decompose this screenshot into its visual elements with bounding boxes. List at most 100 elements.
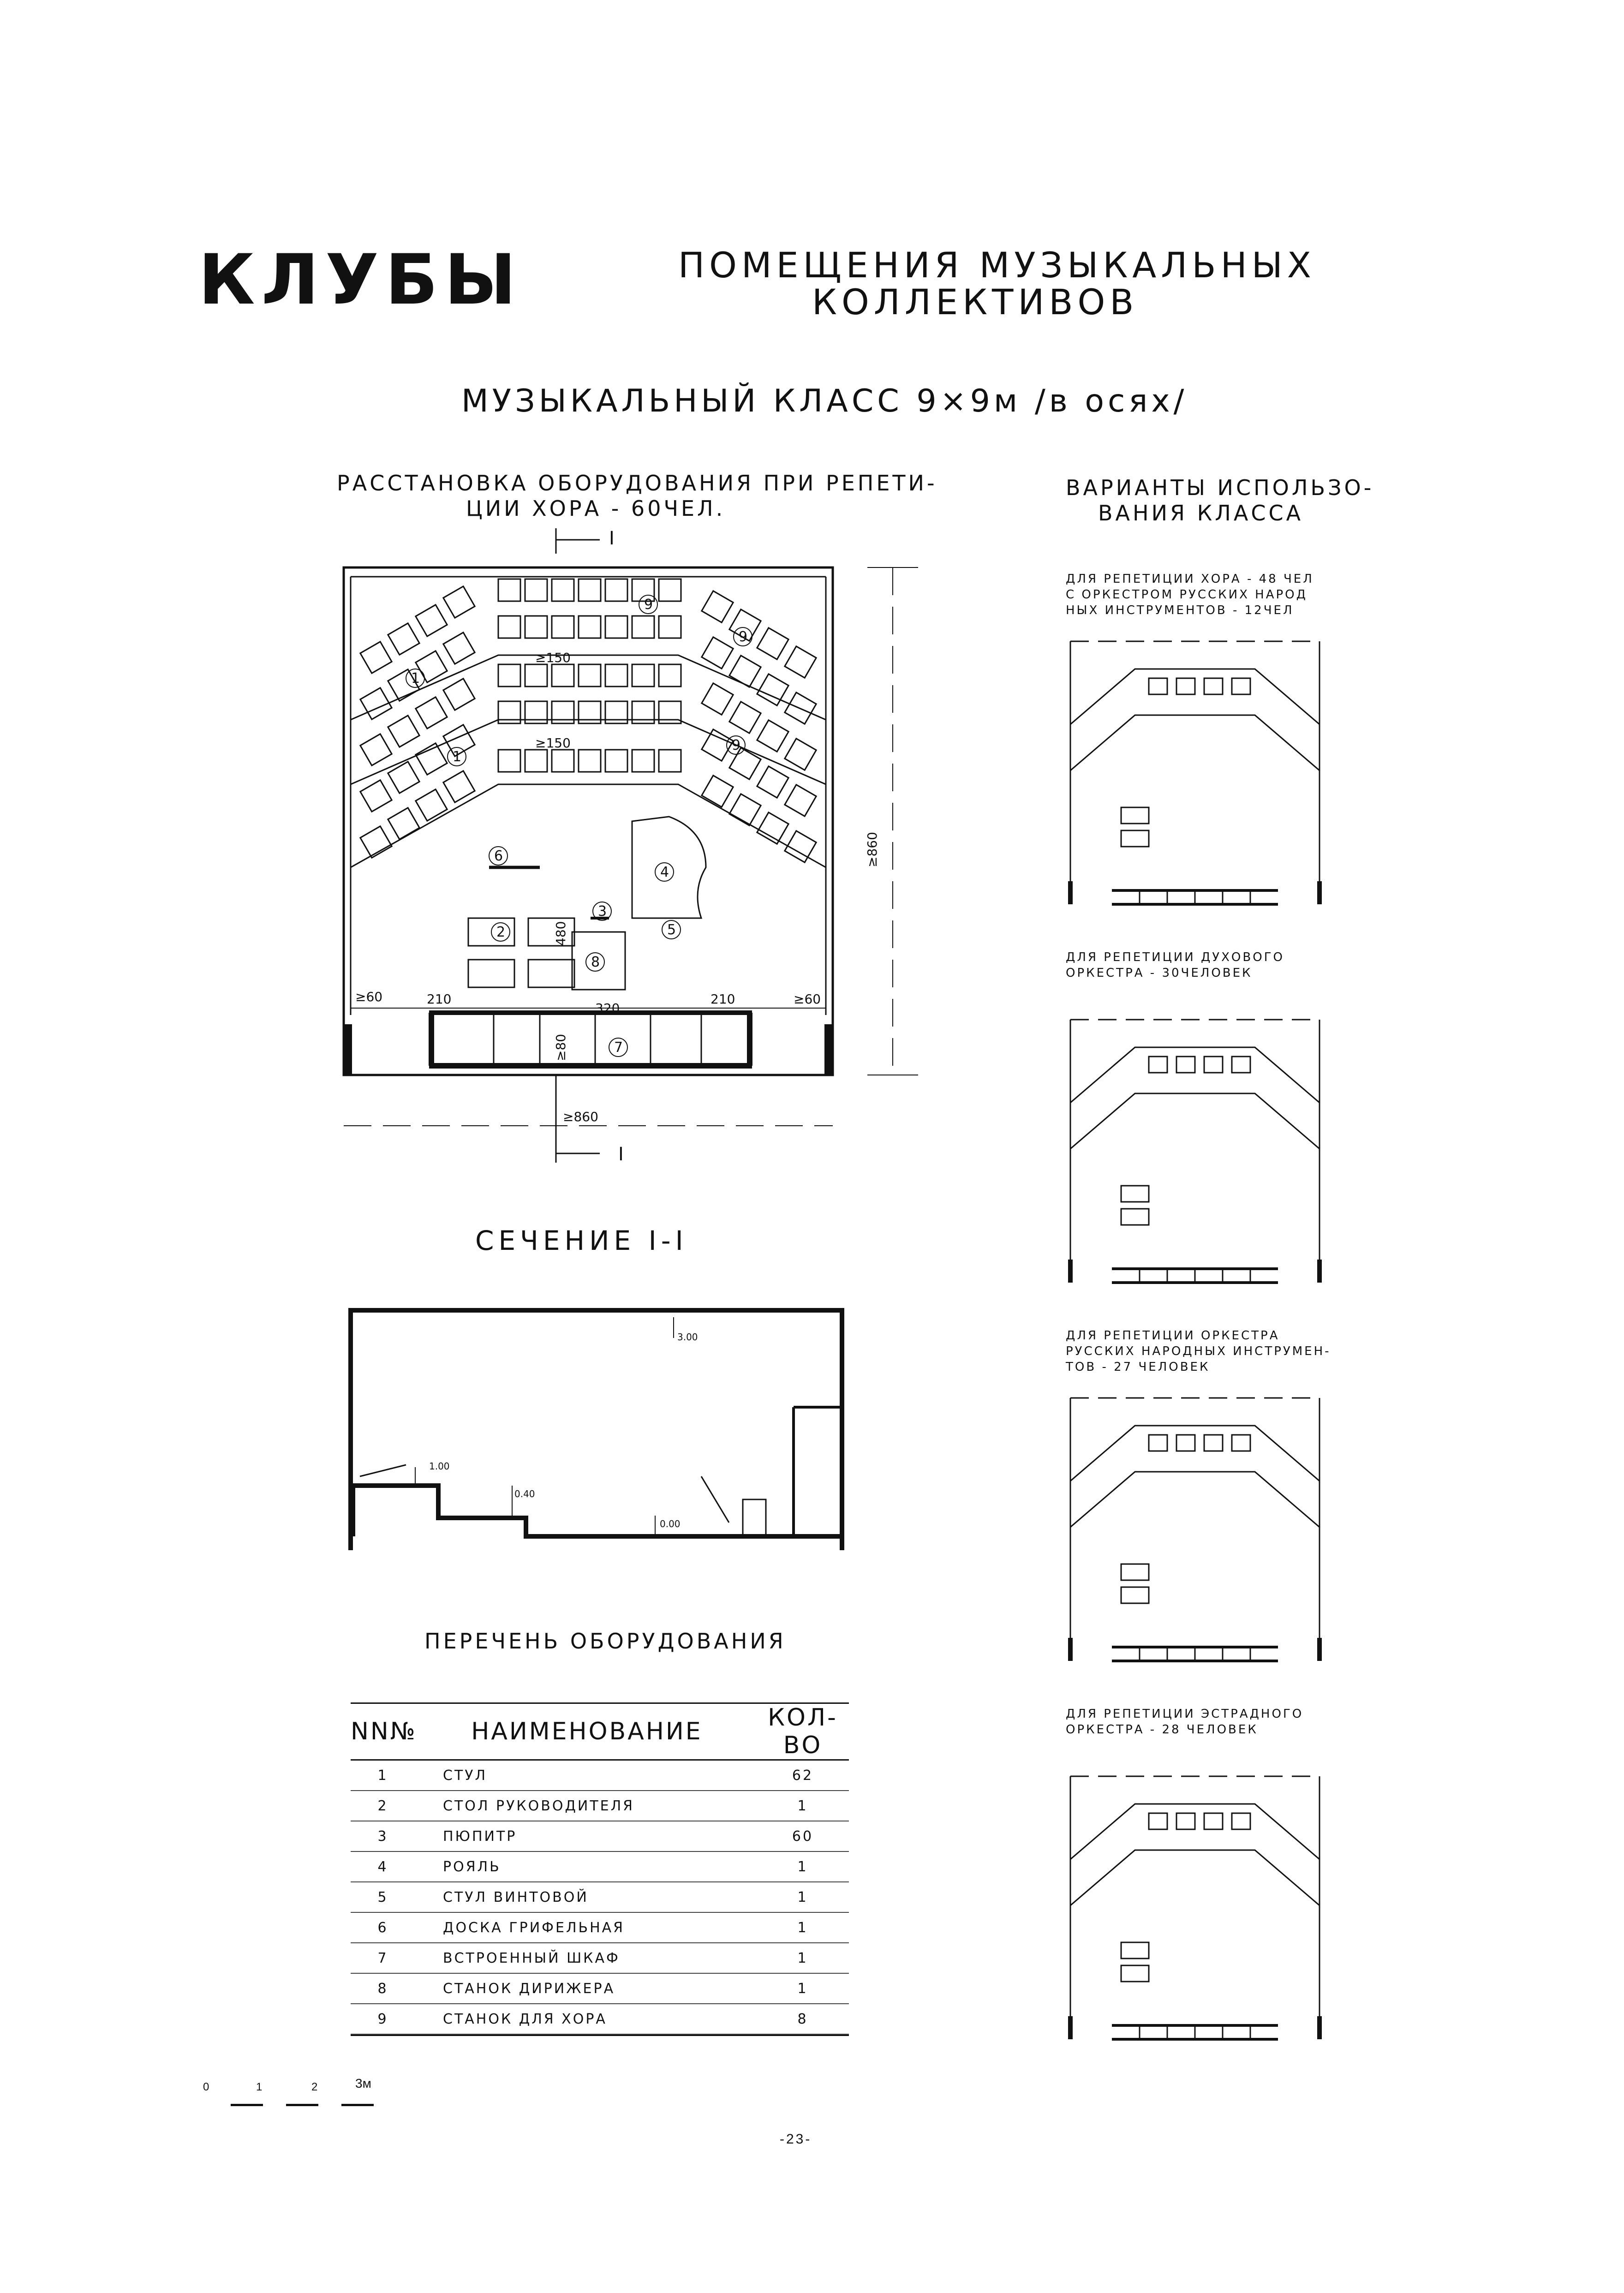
row-qty: 8 <box>797 2011 808 2027</box>
scale-bar: 0 1 2 3м <box>203 2076 378 2118</box>
chair <box>728 700 762 734</box>
row-number: 9 <box>377 2011 388 2027</box>
col-header-number: NN№ <box>351 1718 417 1745</box>
row-qty: 1 <box>797 1950 808 1966</box>
chair <box>359 825 393 859</box>
page-number: -23- <box>780 2132 812 2147</box>
equipment-label: 1 <box>453 749 461 765</box>
dim-seg-right: 210 <box>710 991 735 1007</box>
chair <box>524 700 548 724</box>
row-name: СТУЛ <box>443 1767 488 1784</box>
table-row: 7 ВСТРОЕННЫЙ ШКАФ 1 <box>351 1943 849 1973</box>
variant-caption-line1: ДЛЯ РЕПЕТИЦИИ ХОРА - 48 ЧЕЛ <box>1066 572 1314 586</box>
equipment-label: 5 <box>667 922 676 938</box>
equipment-label: 9 <box>644 597 653 613</box>
scale-segment-3 <box>341 2104 374 2106</box>
dim-side-left: ≥60 <box>355 989 382 1004</box>
variants-title-line-1: ВАРИАНТЫ ИСПОЛЬЗО- <box>1066 475 1374 500</box>
section-title: КЛУБЫ <box>198 240 523 320</box>
chair <box>578 663 602 687</box>
chair <box>414 650 448 684</box>
chair <box>442 631 476 665</box>
row-number: 7 <box>377 1950 388 1966</box>
chair <box>497 615 521 639</box>
row-qty: 1 <box>797 1980 808 1997</box>
section-drawing: 3.00 1.00 0.40 0.00 <box>348 1308 844 1550</box>
chair <box>631 663 655 687</box>
scale-segment-1 <box>231 2104 263 2106</box>
chair <box>387 760 421 794</box>
label-circle <box>726 735 746 755</box>
row-name: ПЮПИТР <box>443 1828 517 1845</box>
scale-segment-2 <box>286 2104 318 2106</box>
chair <box>414 788 448 822</box>
equipment-label: 6 <box>494 848 503 864</box>
chair <box>783 691 818 725</box>
row-number: 6 <box>377 1919 388 1936</box>
scale-label-0: 0 <box>203 2081 209 2093</box>
chair <box>658 578 682 602</box>
equipment-title: ПЕРЕЧЕНЬ ОБОРУДОВАНИЯ <box>424 1629 786 1654</box>
label-circle <box>592 902 612 921</box>
chair <box>756 673 790 707</box>
chair <box>604 700 628 724</box>
chair <box>756 719 790 753</box>
chair <box>551 578 575 602</box>
row-number: 1 <box>377 1767 388 1784</box>
equipment-label: 7 <box>614 1039 623 1056</box>
label-circle <box>447 747 466 766</box>
section-mark-top: I <box>609 528 615 549</box>
section-dim-ceiling: 3.00 <box>677 1332 698 1343</box>
chair <box>658 700 682 724</box>
label-circle <box>733 627 752 646</box>
subtitle: МУЗЫКАЛЬНЫЙ КЛАСС 9×9м /в осях/ <box>461 383 1188 419</box>
chair <box>658 615 682 639</box>
chair <box>414 742 448 776</box>
equipment-label: 1 <box>411 670 420 687</box>
chair <box>700 682 734 716</box>
chair <box>604 663 628 687</box>
row-qty: 1 <box>797 1858 808 1875</box>
scale-label-1: 1 <box>256 2081 263 2093</box>
chair <box>551 663 575 687</box>
chair <box>387 714 421 748</box>
row-number: 8 <box>377 1980 388 1997</box>
chair <box>700 636 734 670</box>
label-circle <box>489 846 508 866</box>
chair <box>728 654 762 688</box>
chair <box>442 723 476 758</box>
chair <box>604 615 628 639</box>
chair <box>497 749 521 773</box>
dim-side-right: ≥60 <box>794 991 821 1007</box>
chair <box>551 749 575 773</box>
dim-row-gap-2: ≥150 <box>535 735 571 751</box>
chair <box>524 749 548 773</box>
label-circle <box>585 952 605 972</box>
row-name: ВСТРОЕННЫЙ ШКАФ <box>443 1950 620 1966</box>
row-name: СТУЛ ВИНТОВОЙ <box>443 1889 589 1905</box>
variant-plan <box>1068 1019 1322 1284</box>
chair <box>658 749 682 773</box>
scale-label-2: 2 <box>311 2081 318 2093</box>
dim-seg-left: 210 <box>427 991 451 1007</box>
section-mark-bottom: I <box>618 1144 624 1165</box>
chair <box>631 749 655 773</box>
equipment-label: 3 <box>598 903 607 920</box>
chair <box>387 806 421 841</box>
chair <box>524 615 548 639</box>
variant-caption-line2: ОРКЕСТРА - 28 ЧЕЛОВЕК <box>1066 1723 1258 1737</box>
chair <box>414 603 448 638</box>
topic-title-line-2: КОЛЛЕКТИВОВ <box>812 281 1139 322</box>
section-dim-floor: 0.00 <box>660 1518 681 1529</box>
variant-plan <box>1068 1397 1322 1662</box>
chair <box>658 663 682 687</box>
chair <box>631 700 655 724</box>
chair <box>604 578 628 602</box>
